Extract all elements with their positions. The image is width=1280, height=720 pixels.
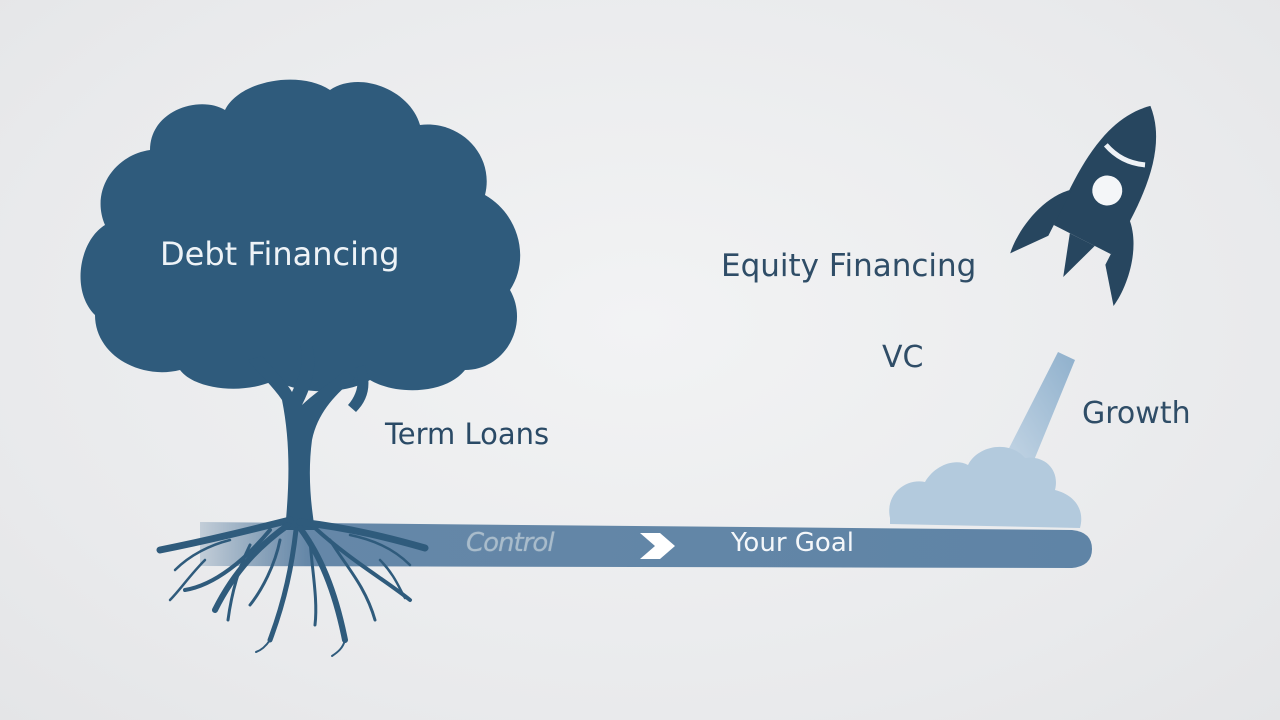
growth-label: Growth [1082,396,1191,431]
smoke-cloud-icon [889,352,1082,528]
rocket-icon [1010,105,1157,306]
chevron-right-icon [640,533,675,559]
term-loans-label: Term Loans [385,417,550,451]
vc-label: VC [882,340,924,375]
goal-path [200,522,1092,568]
your-goal-label: Your Goal [731,528,854,558]
tree-icon [80,79,521,530]
control-label: Control [466,528,555,558]
debt-financing-label: Debt Financing [160,235,400,273]
equity-financing-label: Equity Financing [721,248,977,284]
tree-roots-icon [156,516,429,657]
